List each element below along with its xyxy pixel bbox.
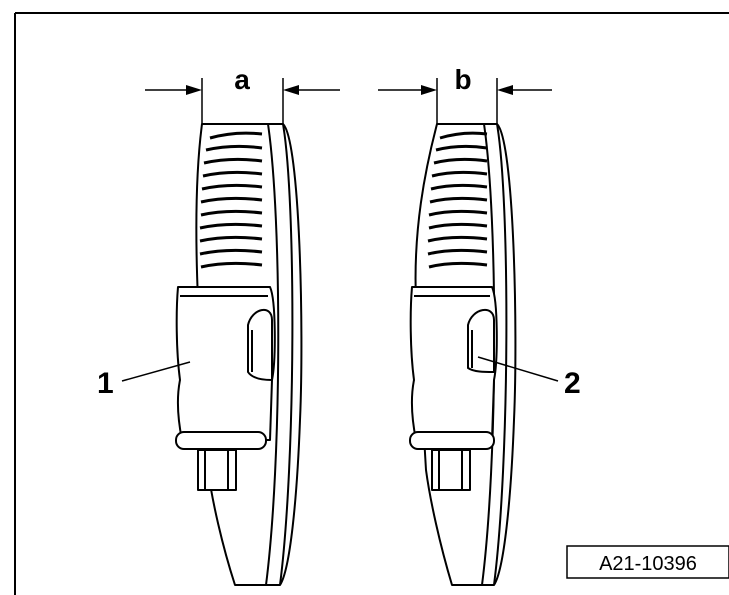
band-serrations-right — [427, 131, 488, 269]
leader-line-2 — [477, 356, 559, 382]
screw-head-right — [431, 449, 471, 491]
dimension-label-b: b — [454, 64, 471, 95]
screw-head-left — [197, 449, 237, 491]
dimension-label-a: a — [234, 64, 250, 95]
hose-clamp-left — [175, 123, 303, 586]
callout-2: 2 — [564, 367, 581, 400]
leader-line-1 — [121, 361, 191, 382]
figure-code: A21-10396 — [599, 553, 697, 575]
band-serrations-left — [199, 131, 263, 269]
figure-code-box — [566, 545, 729, 579]
hose-clamp-right — [409, 123, 517, 586]
callout-1: 1 — [97, 367, 114, 400]
figure-frame — [14, 12, 729, 595]
dimension-a — [145, 78, 340, 124]
dimension-b — [378, 78, 552, 124]
